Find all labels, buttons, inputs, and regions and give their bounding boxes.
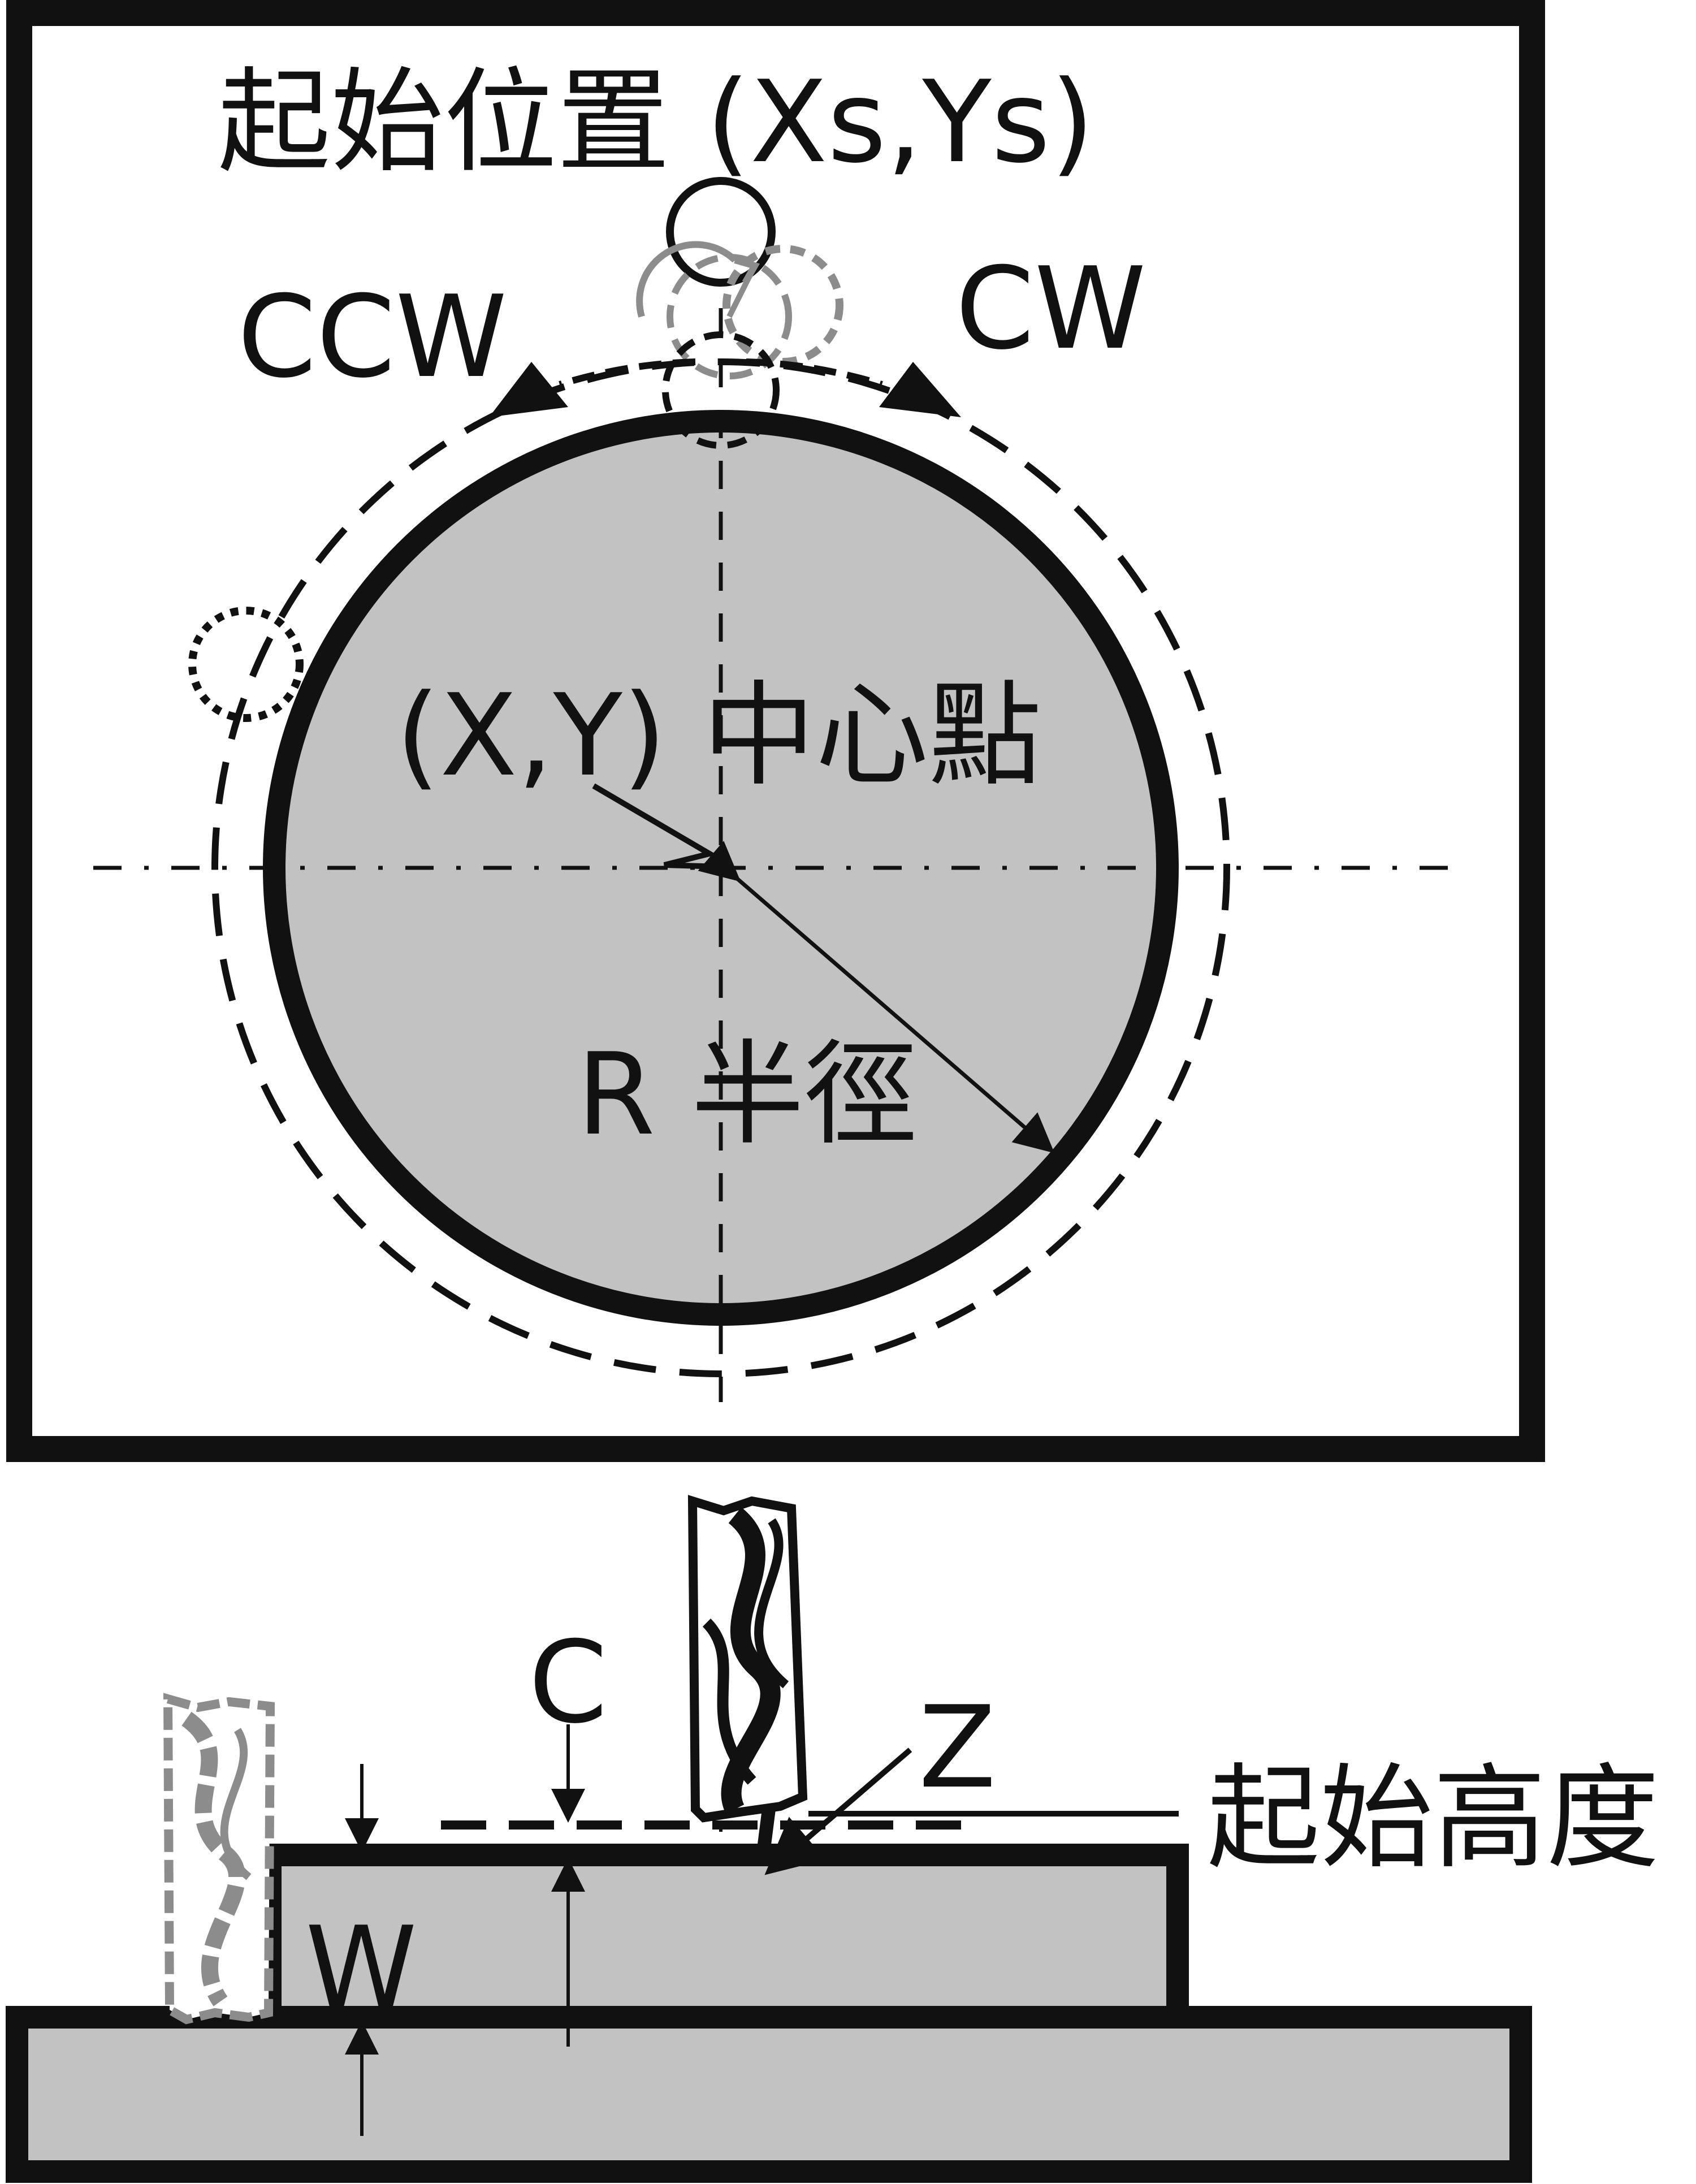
top-view: 起始位置 (Xs,Ys) CCW CW (X,Y) 中心點 R 半徑 — [6, 0, 1545, 1462]
center-point-label: (X,Y) 中心點 — [396, 670, 1041, 802]
width-label: W — [305, 1902, 417, 2034]
side-view: C Z 起始高度 W — [6, 1495, 1659, 2183]
end-mill-icon — [687, 1495, 808, 1854]
cw-arrowhead-icon — [879, 362, 961, 417]
ccw-label: CCW — [237, 271, 507, 403]
clearance-label: C — [529, 1617, 608, 1749]
radius-arrow — [698, 841, 1055, 1153]
base-plate — [6, 2006, 1532, 2183]
approach-ghost-circle-2 — [667, 254, 792, 379]
cw-arrow — [746, 358, 961, 417]
center-leader — [592, 783, 721, 870]
arc-entry-circle — [662, 331, 780, 449]
raised-workpiece — [259, 1844, 1189, 2029]
start-position-marker — [636, 177, 843, 449]
alt-start-tool-circle — [188, 607, 304, 722]
depth-label: Z — [919, 1682, 996, 1814]
ccw-arrow — [489, 358, 696, 417]
entry-arc-arrow-icon — [636, 241, 738, 318]
cw-label: CW — [955, 243, 1146, 375]
start-position-label: 起始位置 (Xs,Ys) — [218, 57, 1094, 188]
radius-label: R 半徑 — [577, 1029, 918, 1161]
start-height-label: 起始高度 — [1207, 1753, 1659, 1884]
end-mill-ghost-icon — [163, 1693, 275, 2025]
ccw-arrowhead-icon — [489, 362, 568, 417]
depth-leader — [764, 1748, 912, 1875]
